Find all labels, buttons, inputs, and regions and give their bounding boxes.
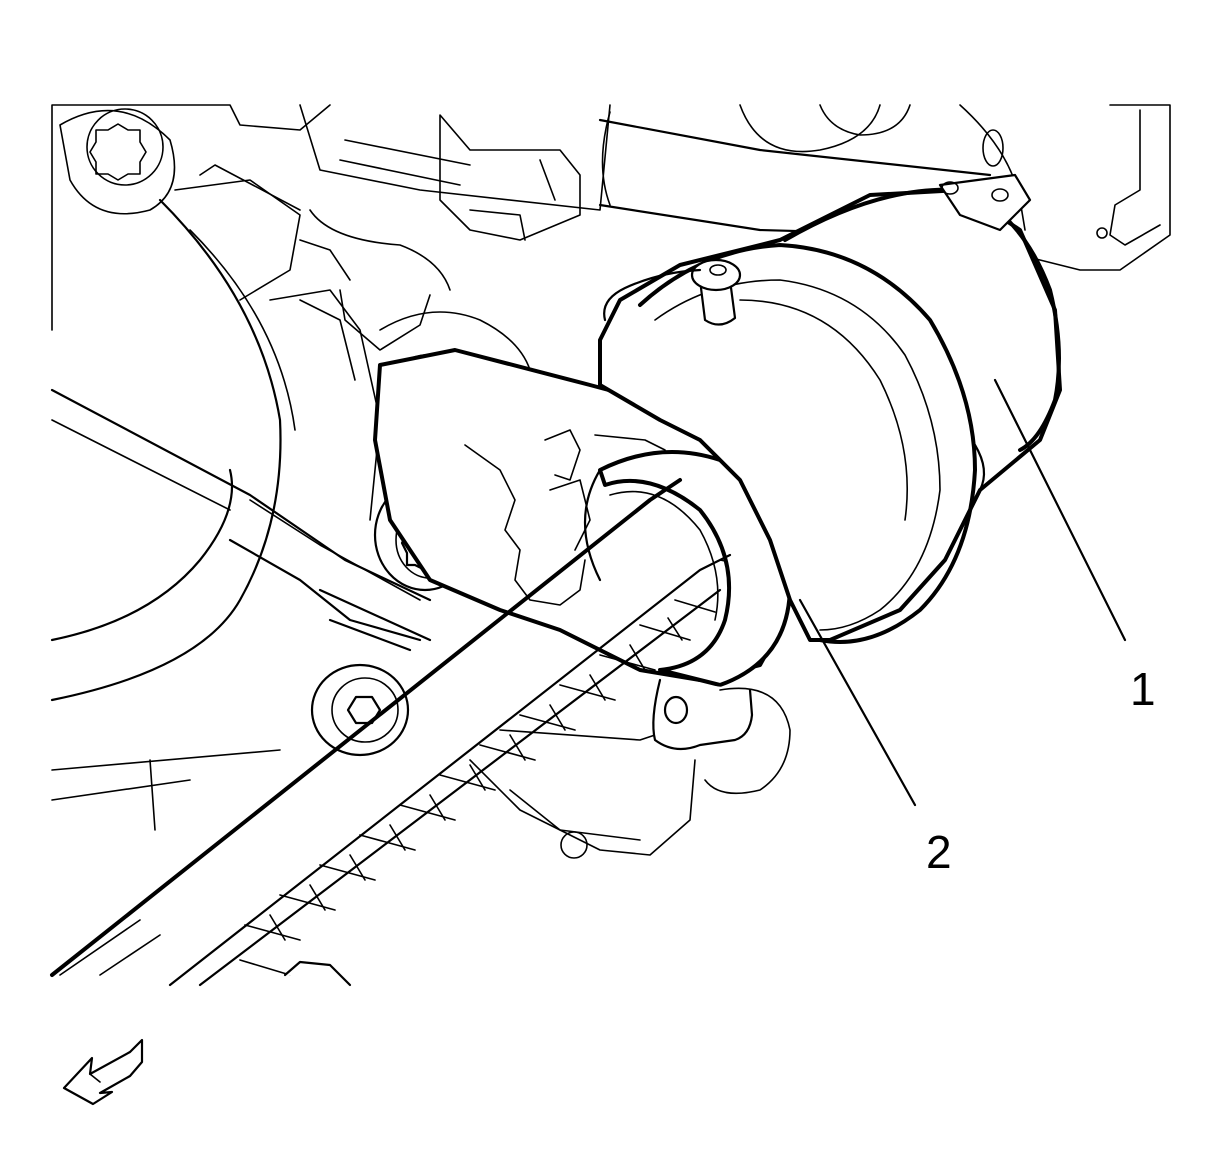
leader-line-1 <box>993 378 1127 642</box>
lattice-strut <box>50 478 732 987</box>
tool <box>598 173 1062 644</box>
engine-block-background <box>50 104 1171 859</box>
mounting-tab <box>652 678 791 795</box>
callout-label-2: 2 <box>926 826 952 878</box>
callout-2: 2 <box>798 598 952 878</box>
direction-arrow-icon <box>62 1038 144 1106</box>
leader-line-2 <box>798 598 917 807</box>
hex-bolt-lower <box>310 663 410 757</box>
callout-label-1: 1 <box>1130 663 1156 715</box>
callout-1: 1 <box>993 378 1156 715</box>
torx-bolt-upper <box>86 108 164 186</box>
